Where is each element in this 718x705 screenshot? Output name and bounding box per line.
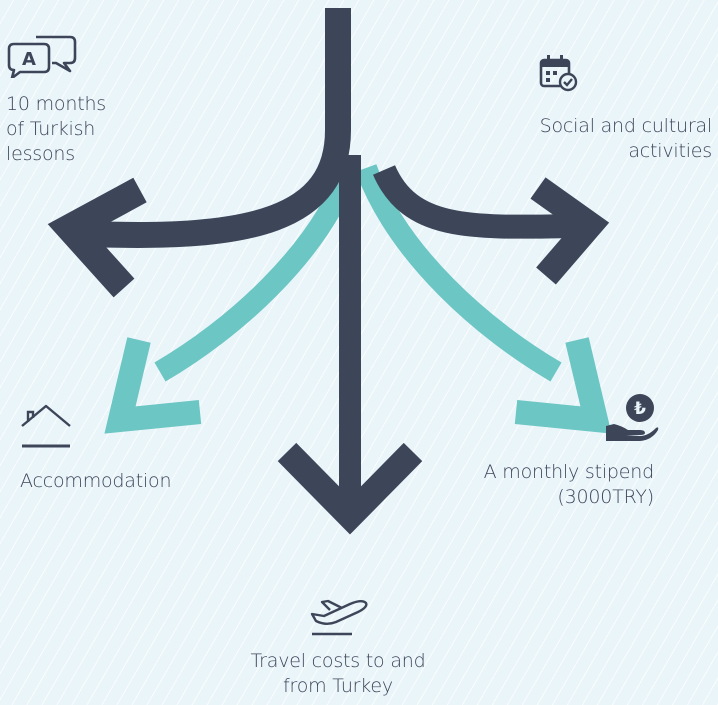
benefit-line: 10 months [6, 93, 106, 115]
benefit-accommodation: Accommodation [20, 469, 172, 494]
teal-arrow-left-shaft [154, 164, 361, 382]
dark-arrow-down-head [277, 442, 423, 535]
benefit-line: Travel costs to and [250, 650, 426, 672]
benefit-line: (3000TRY) [557, 486, 654, 508]
dark-arrow-right-head [530, 177, 610, 285]
airplane-icon [310, 599, 368, 636]
dark-arrow-left [47, 8, 351, 298]
calendar-check-icon [539, 55, 578, 92]
dark-arrow-left-shaft [89, 8, 351, 248]
benefit-line: activities [628, 140, 712, 162]
coin-symbol: ₺ [634, 399, 646, 419]
benefit-line: lessons [6, 143, 75, 165]
teal-arrow-left [104, 164, 361, 434]
lira-coin-hand-icon: ₺ [606, 394, 659, 441]
benefit-line: Accommodation [20, 470, 172, 492]
house-icon [21, 404, 71, 448]
dark-arrow-down [277, 155, 423, 535]
benefit-monthly-stipend: A monthly stipend (3000TRY) [483, 460, 655, 510]
dark-arrow-right [372, 164, 610, 285]
benefit-line: A monthly stipend [483, 461, 655, 483]
teal-arrow-right-shaft [355, 164, 562, 382]
benefit-turkish-lessons: 10 months of Turkish lessons [6, 92, 106, 167]
benefit-line: of Turkish [6, 118, 96, 140]
teal-arrow-right [355, 164, 612, 434]
chat-icon-letter: A [22, 49, 36, 70]
teal-arrow-left-head [104, 337, 202, 434]
teal-arrow-right-head [514, 337, 612, 434]
benefit-line: from Turkey [283, 675, 393, 697]
dark-arrow-left-head [47, 177, 147, 298]
benefit-travel-costs: Travel costs to and from Turkey [218, 649, 458, 699]
benefit-social-activities: Social and cultural activities [539, 114, 713, 164]
chat-icon: A [7, 35, 77, 78]
dark-arrow-right-shaft [372, 164, 573, 239]
benefit-line: Social and cultural [539, 115, 713, 137]
